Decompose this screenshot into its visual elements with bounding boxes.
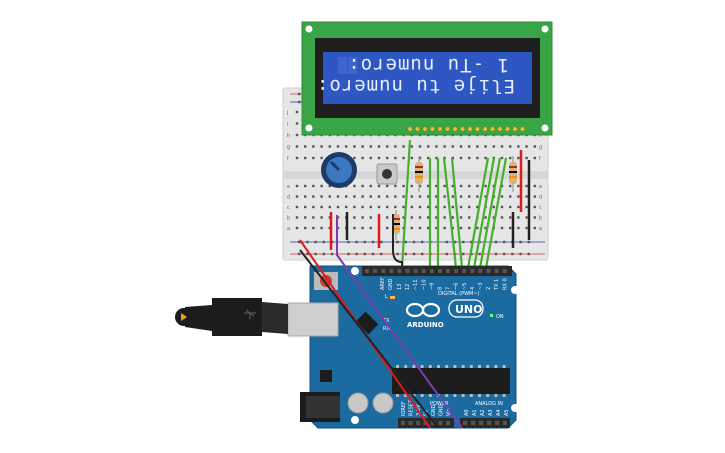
row-letter: a bbox=[287, 226, 290, 232]
power-pin-label: Vin bbox=[446, 408, 452, 416]
digital-pin-label: 12 bbox=[405, 284, 411, 290]
digital-pin-label: ~11 bbox=[413, 279, 419, 290]
row-letter: g bbox=[287, 145, 290, 151]
lcd-module[interactable]: 1 -Tu numero: Elije tu numero: bbox=[301, 21, 553, 136]
row-letter: f bbox=[287, 156, 289, 162]
arduino-logo: ARDUINO UNO bbox=[405, 299, 484, 329]
power-pin-label: GND bbox=[439, 404, 445, 416]
analog-pin-label: A1 bbox=[472, 409, 478, 416]
power-pin-label: IOREF bbox=[401, 401, 407, 416]
analog-pin-label: A5 bbox=[504, 409, 510, 416]
digital-pin-label: 8 bbox=[438, 287, 444, 290]
arduino-brand-text: ARDUINO bbox=[407, 321, 444, 329]
row-letter: b bbox=[287, 216, 290, 222]
potentiometer[interactable] bbox=[321, 152, 357, 188]
digital-pin-label: TX 1 bbox=[494, 279, 500, 291]
lcd-pin-header bbox=[407, 126, 525, 132]
row-letter: c bbox=[287, 205, 290, 211]
row-letter: d bbox=[287, 195, 290, 201]
bolt-icon bbox=[181, 313, 187, 321]
power-pin-label: RESET bbox=[409, 399, 415, 416]
row-letter: g bbox=[539, 145, 542, 151]
row-letter: e bbox=[287, 184, 290, 190]
l-label: L bbox=[385, 294, 388, 300]
row-letter: d bbox=[539, 195, 542, 201]
digital-pin-label: ~10 bbox=[421, 279, 427, 290]
lcd-line-2: Elije tu numero: bbox=[316, 75, 515, 97]
lcd-data-wires[interactable] bbox=[400, 139, 508, 269]
digital-pin-label: AREF bbox=[380, 277, 386, 290]
usb-cable[interactable] bbox=[175, 298, 339, 337]
analog-label: ANALOG IN bbox=[475, 401, 503, 407]
resistor-2[interactable] bbox=[509, 156, 517, 192]
analog-pin-label: A0 bbox=[464, 409, 470, 416]
lcd-screen bbox=[323, 52, 532, 104]
row-letter: h bbox=[539, 133, 542, 139]
reset-button-cap[interactable] bbox=[320, 275, 332, 287]
analog-pin-label: A2 bbox=[480, 409, 486, 416]
digital-pin-label: 7 bbox=[446, 287, 452, 290]
digital-pin-label: GND bbox=[388, 278, 394, 290]
uno-text: UNO bbox=[455, 303, 483, 316]
power-pin-label: 3.3V bbox=[416, 404, 422, 416]
breadboard-jumpers[interactable] bbox=[329, 150, 531, 250]
digital-pin-label: ~5 bbox=[462, 283, 468, 290]
analog-pin-label: A3 bbox=[488, 409, 494, 416]
digital-pin-label: ~3 bbox=[478, 283, 484, 290]
digital-pin-label: ~9 bbox=[429, 283, 435, 290]
lcd-line-1: 1 -Tu numero: bbox=[347, 54, 509, 76]
row-letter: e bbox=[539, 184, 542, 190]
digital-pin-label: 2 bbox=[486, 287, 492, 290]
digital-label: DIGITAL (PWM~) bbox=[438, 291, 480, 297]
power-wires[interactable] bbox=[299, 215, 463, 429]
rx-label: RX bbox=[383, 326, 390, 332]
on-label: ON bbox=[496, 314, 504, 320]
row-letter: c bbox=[539, 205, 542, 211]
button-wire[interactable] bbox=[392, 214, 403, 268]
usb-port bbox=[287, 302, 339, 337]
row-letter: j bbox=[286, 110, 288, 116]
resistor-1[interactable] bbox=[415, 156, 423, 192]
digital-pin-label: 4 bbox=[470, 287, 476, 290]
digital-header bbox=[362, 266, 512, 276]
power-label: POWER bbox=[430, 401, 449, 407]
row-letter: f bbox=[539, 156, 541, 162]
digital-pin-label: RX 0 bbox=[502, 278, 508, 290]
atmega-chip bbox=[392, 368, 510, 394]
row-letter: b bbox=[539, 216, 542, 222]
row-letter: h bbox=[287, 133, 290, 139]
analog-header bbox=[460, 418, 510, 428]
tx-label: TX bbox=[382, 318, 390, 324]
analog-pin-label: A4 bbox=[496, 409, 502, 416]
row-letter: a bbox=[539, 226, 542, 232]
row-letter: i bbox=[287, 122, 288, 128]
digital-pin-label: ~6 bbox=[454, 283, 460, 290]
digital-pin-label: 13 bbox=[397, 284, 403, 290]
push-button[interactable] bbox=[376, 163, 398, 185]
power-pin-label: GND bbox=[431, 404, 437, 416]
